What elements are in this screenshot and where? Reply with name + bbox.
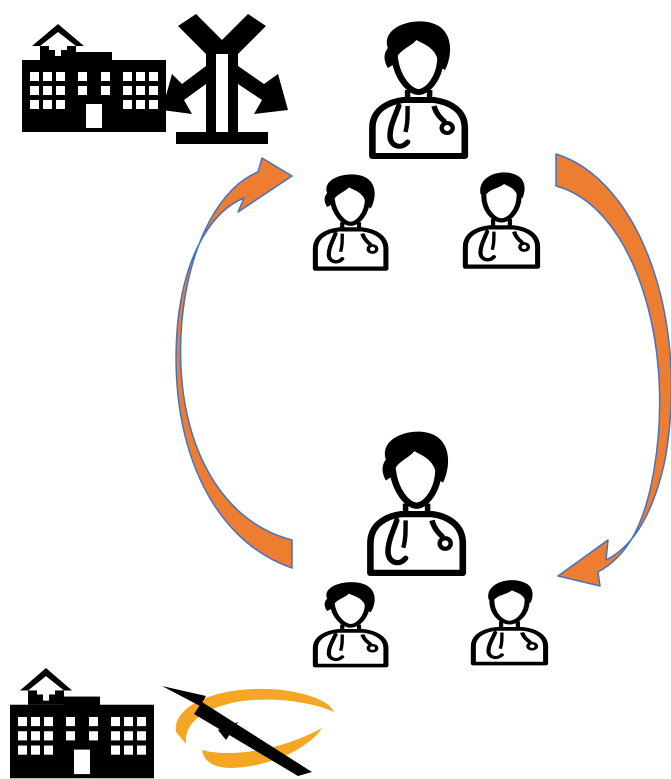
arrow-right-downward [555, 153, 671, 587]
arrow-left-upward [175, 157, 293, 569]
bottom-doctor-female-icon [315, 582, 386, 665]
top-lead-doctor-female-icon [372, 21, 464, 156]
bottom-doctor-male-icon [473, 580, 545, 663]
bottom-hospital-icon [10, 668, 154, 779]
bottom-lead-doctor-female-icon [370, 432, 462, 573]
top-doctor-male-icon [465, 172, 537, 266]
windmill-icon [162, 14, 288, 144]
logo-swoosh-icon [162, 686, 334, 776]
top-doctor-female-icon [315, 174, 386, 268]
top-hospital-icon [22, 24, 166, 132]
